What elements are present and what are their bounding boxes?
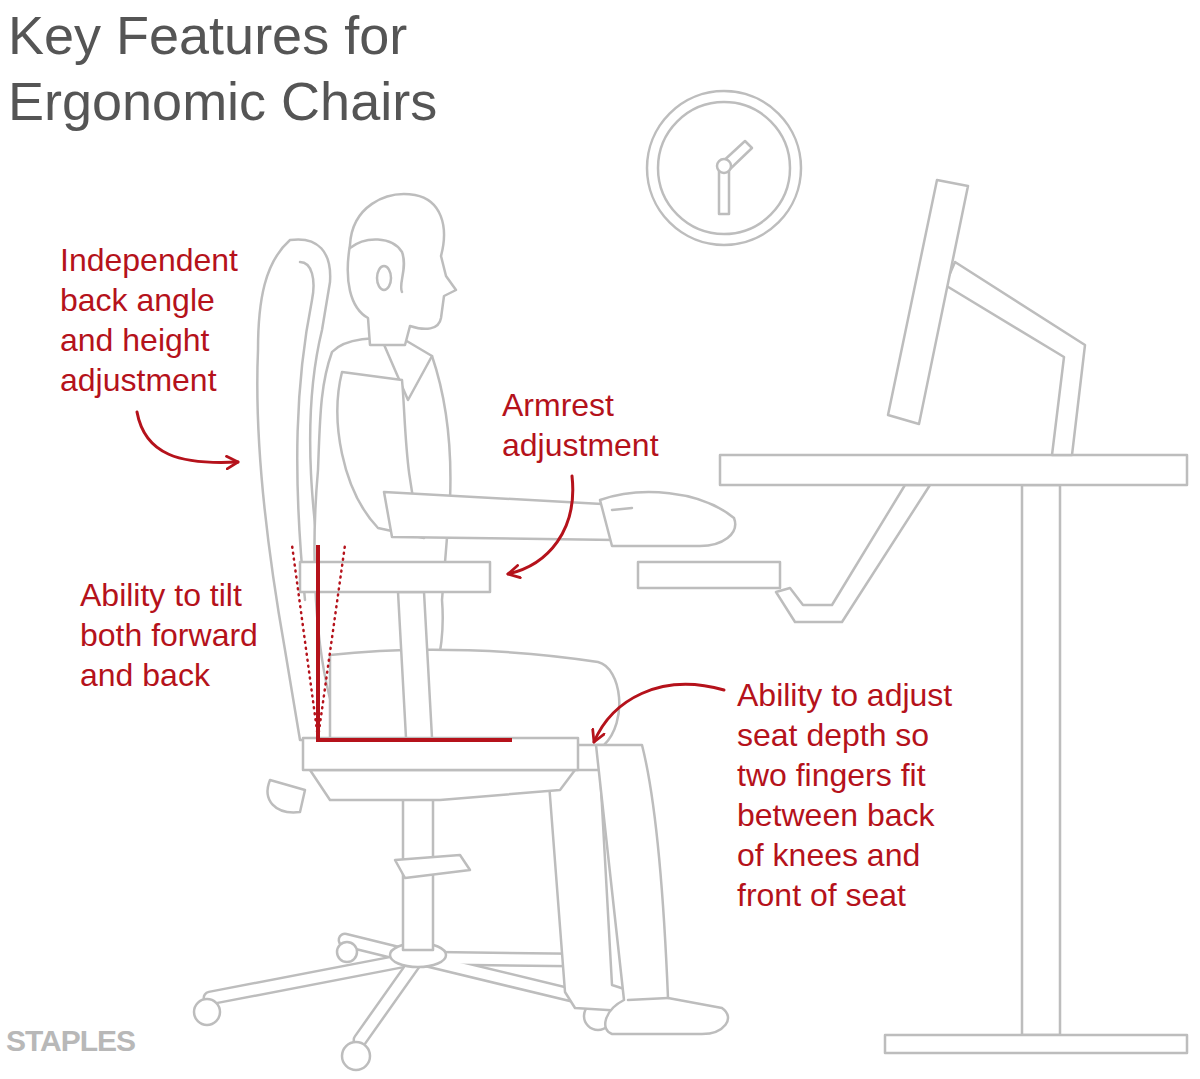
chair-seat	[303, 738, 578, 770]
wall-clock	[647, 91, 801, 245]
monitor	[888, 180, 1085, 455]
callout-label: Ability to adjust seat depth so two fing…	[737, 675, 969, 915]
callout-label: Armrest adjustment	[502, 385, 702, 465]
title: Key Features for Ergonomic Chairs	[8, 2, 478, 134]
desk	[638, 455, 1187, 1053]
chair-base	[194, 790, 612, 1070]
person-arm	[338, 372, 736, 546]
person-lower-leg	[596, 745, 728, 1034]
seat-mechanism	[310, 770, 575, 800]
callout-label: Ability to tilt both forward and back	[80, 575, 280, 695]
person-thigh	[330, 650, 619, 745]
armrest	[300, 562, 490, 738]
watermark: STAPLES	[6, 1024, 206, 1058]
callout-label: Independent back angle and height adjust…	[60, 240, 265, 400]
person-head	[348, 194, 456, 345]
